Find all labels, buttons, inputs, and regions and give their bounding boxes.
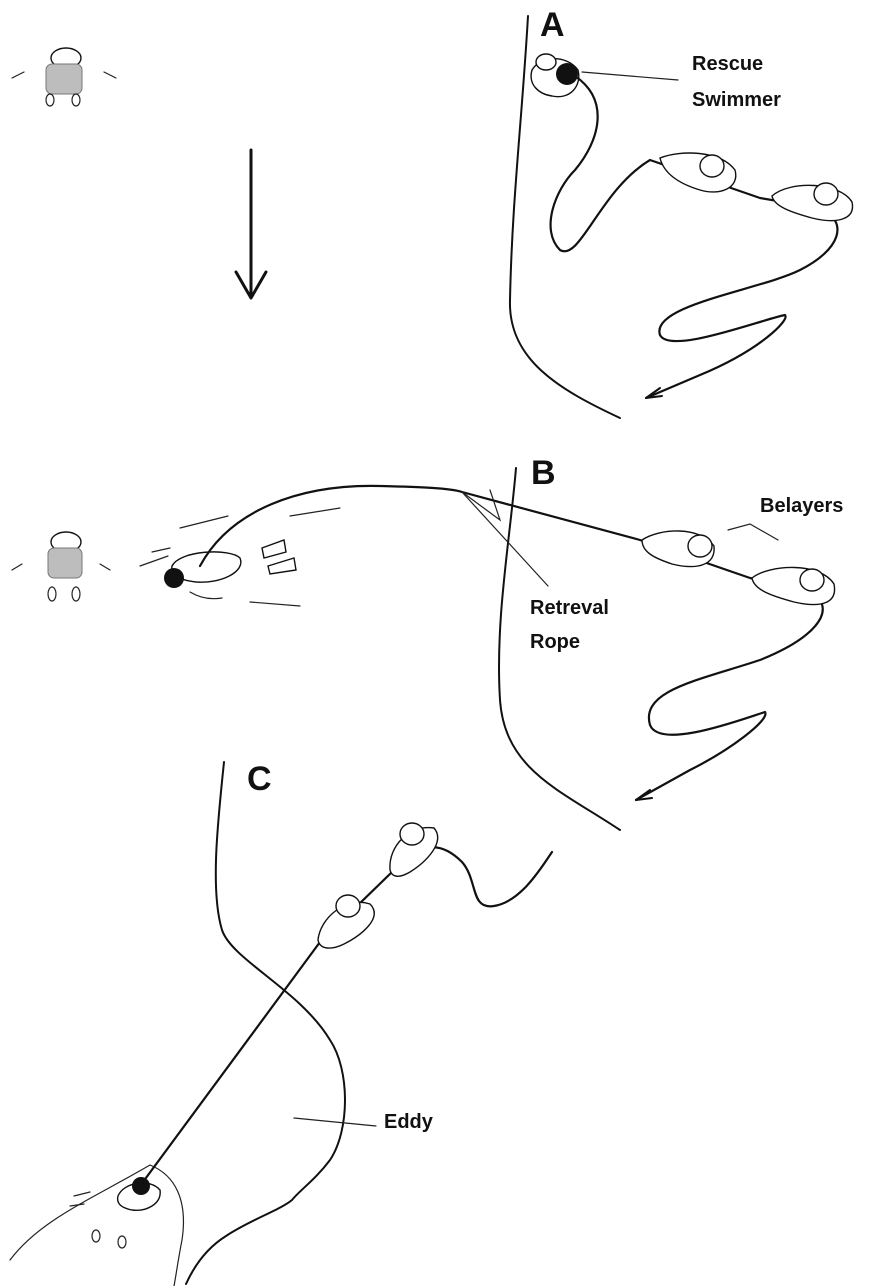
panel-b: B [12, 454, 843, 830]
rope-b [462, 492, 823, 800]
eddy-boundary [10, 1165, 183, 1286]
retrieval-rope-label-line2: Rope [530, 631, 580, 653]
rescue-swimmer-label-line2: Swimmer [692, 89, 781, 111]
rescue-swimmer-c [70, 1177, 160, 1248]
victim-figure-b [12, 532, 110, 601]
panel-c-letter: C [247, 760, 272, 798]
panel-b-letter: B [531, 454, 556, 492]
belayer-b-1 [642, 531, 714, 567]
belayer-a-1 [660, 153, 736, 192]
belayer-a-2 [772, 183, 853, 221]
rope-a [551, 76, 838, 398]
rescue-swimmer-leader [582, 72, 678, 80]
panel-a-letter: A [540, 6, 565, 44]
panel-c: C Eddy [10, 760, 552, 1286]
rope-end-arrow-b [636, 790, 652, 800]
belayers-label: Belayers [760, 495, 843, 517]
belayer-c-1 [318, 895, 374, 948]
rescue-swimmer-label-line1: Rescue [692, 53, 763, 75]
retrieval-rope-label-line1: Retreval [530, 597, 609, 619]
eddy-leader [294, 1118, 376, 1126]
belayer-c-2 [390, 823, 438, 876]
belayer-b-2 [752, 567, 835, 604]
current-arrow [236, 150, 266, 298]
shoreline-c [186, 762, 345, 1284]
victim-figure-a [12, 48, 116, 106]
panel-a: A [12, 6, 853, 418]
rescue-swimmer-a [531, 54, 579, 97]
belayers-leader [728, 524, 778, 540]
retrieval-rope [200, 486, 462, 566]
eddy-label: Eddy [384, 1111, 434, 1133]
